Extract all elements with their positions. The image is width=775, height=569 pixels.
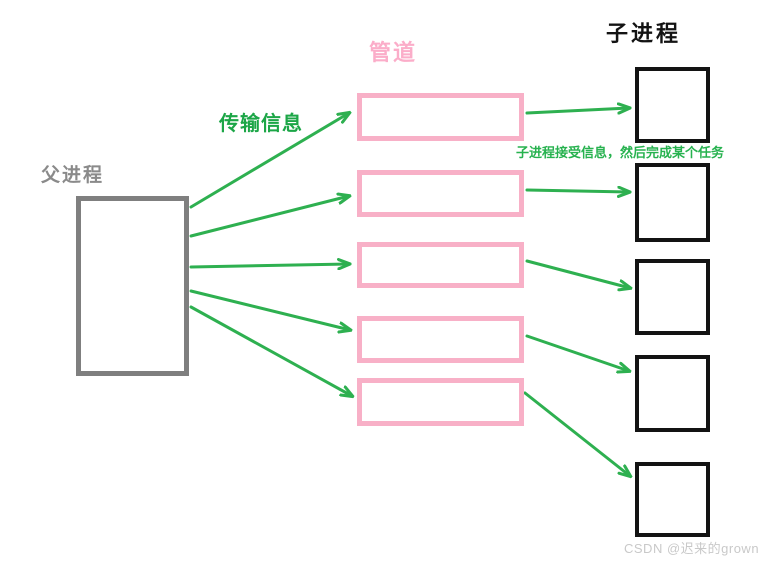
- parent-process-box: [76, 196, 189, 376]
- pipe-box-5: [357, 378, 524, 426]
- child-process-box-2: [635, 163, 710, 242]
- arrow-pipe-to-child-5: [523, 391, 630, 476]
- arrow-parent-to-pipe-4: [189, 289, 350, 330]
- transfer-info-label: 传输信息: [219, 113, 303, 135]
- csdn-watermark: CSDN @迟来的grown: [624, 541, 760, 556]
- pipe-box-4: [357, 316, 524, 363]
- arrow-parent-to-pipe-3: [189, 264, 349, 267]
- arrow-pipe-to-child-1: [525, 108, 629, 113]
- child-receives-annotation: 子进程接受信息，然后完成某个任务: [516, 145, 725, 160]
- arrow-pipe-to-child-4: [525, 334, 629, 371]
- arrow-pipe-to-child-2: [525, 190, 629, 192]
- child-process-box-4: [635, 355, 710, 432]
- arrow-parent-to-pipe-2: [189, 196, 349, 238]
- pipe-box-3: [357, 242, 524, 288]
- parent-process-label: 父进程: [41, 165, 105, 186]
- arrow-parent-to-pipe-5: [189, 305, 352, 396]
- child-process-label: 子进程: [606, 21, 682, 46]
- child-process-box-3: [635, 259, 710, 335]
- arrow-pipe-to-child-3: [525, 259, 630, 288]
- pipe-box-2: [357, 170, 524, 217]
- child-process-box-5: [635, 462, 710, 537]
- pipe-box-1: [357, 93, 524, 141]
- child-process-box-1: [635, 67, 710, 143]
- pipe-label: 管道: [369, 40, 418, 65]
